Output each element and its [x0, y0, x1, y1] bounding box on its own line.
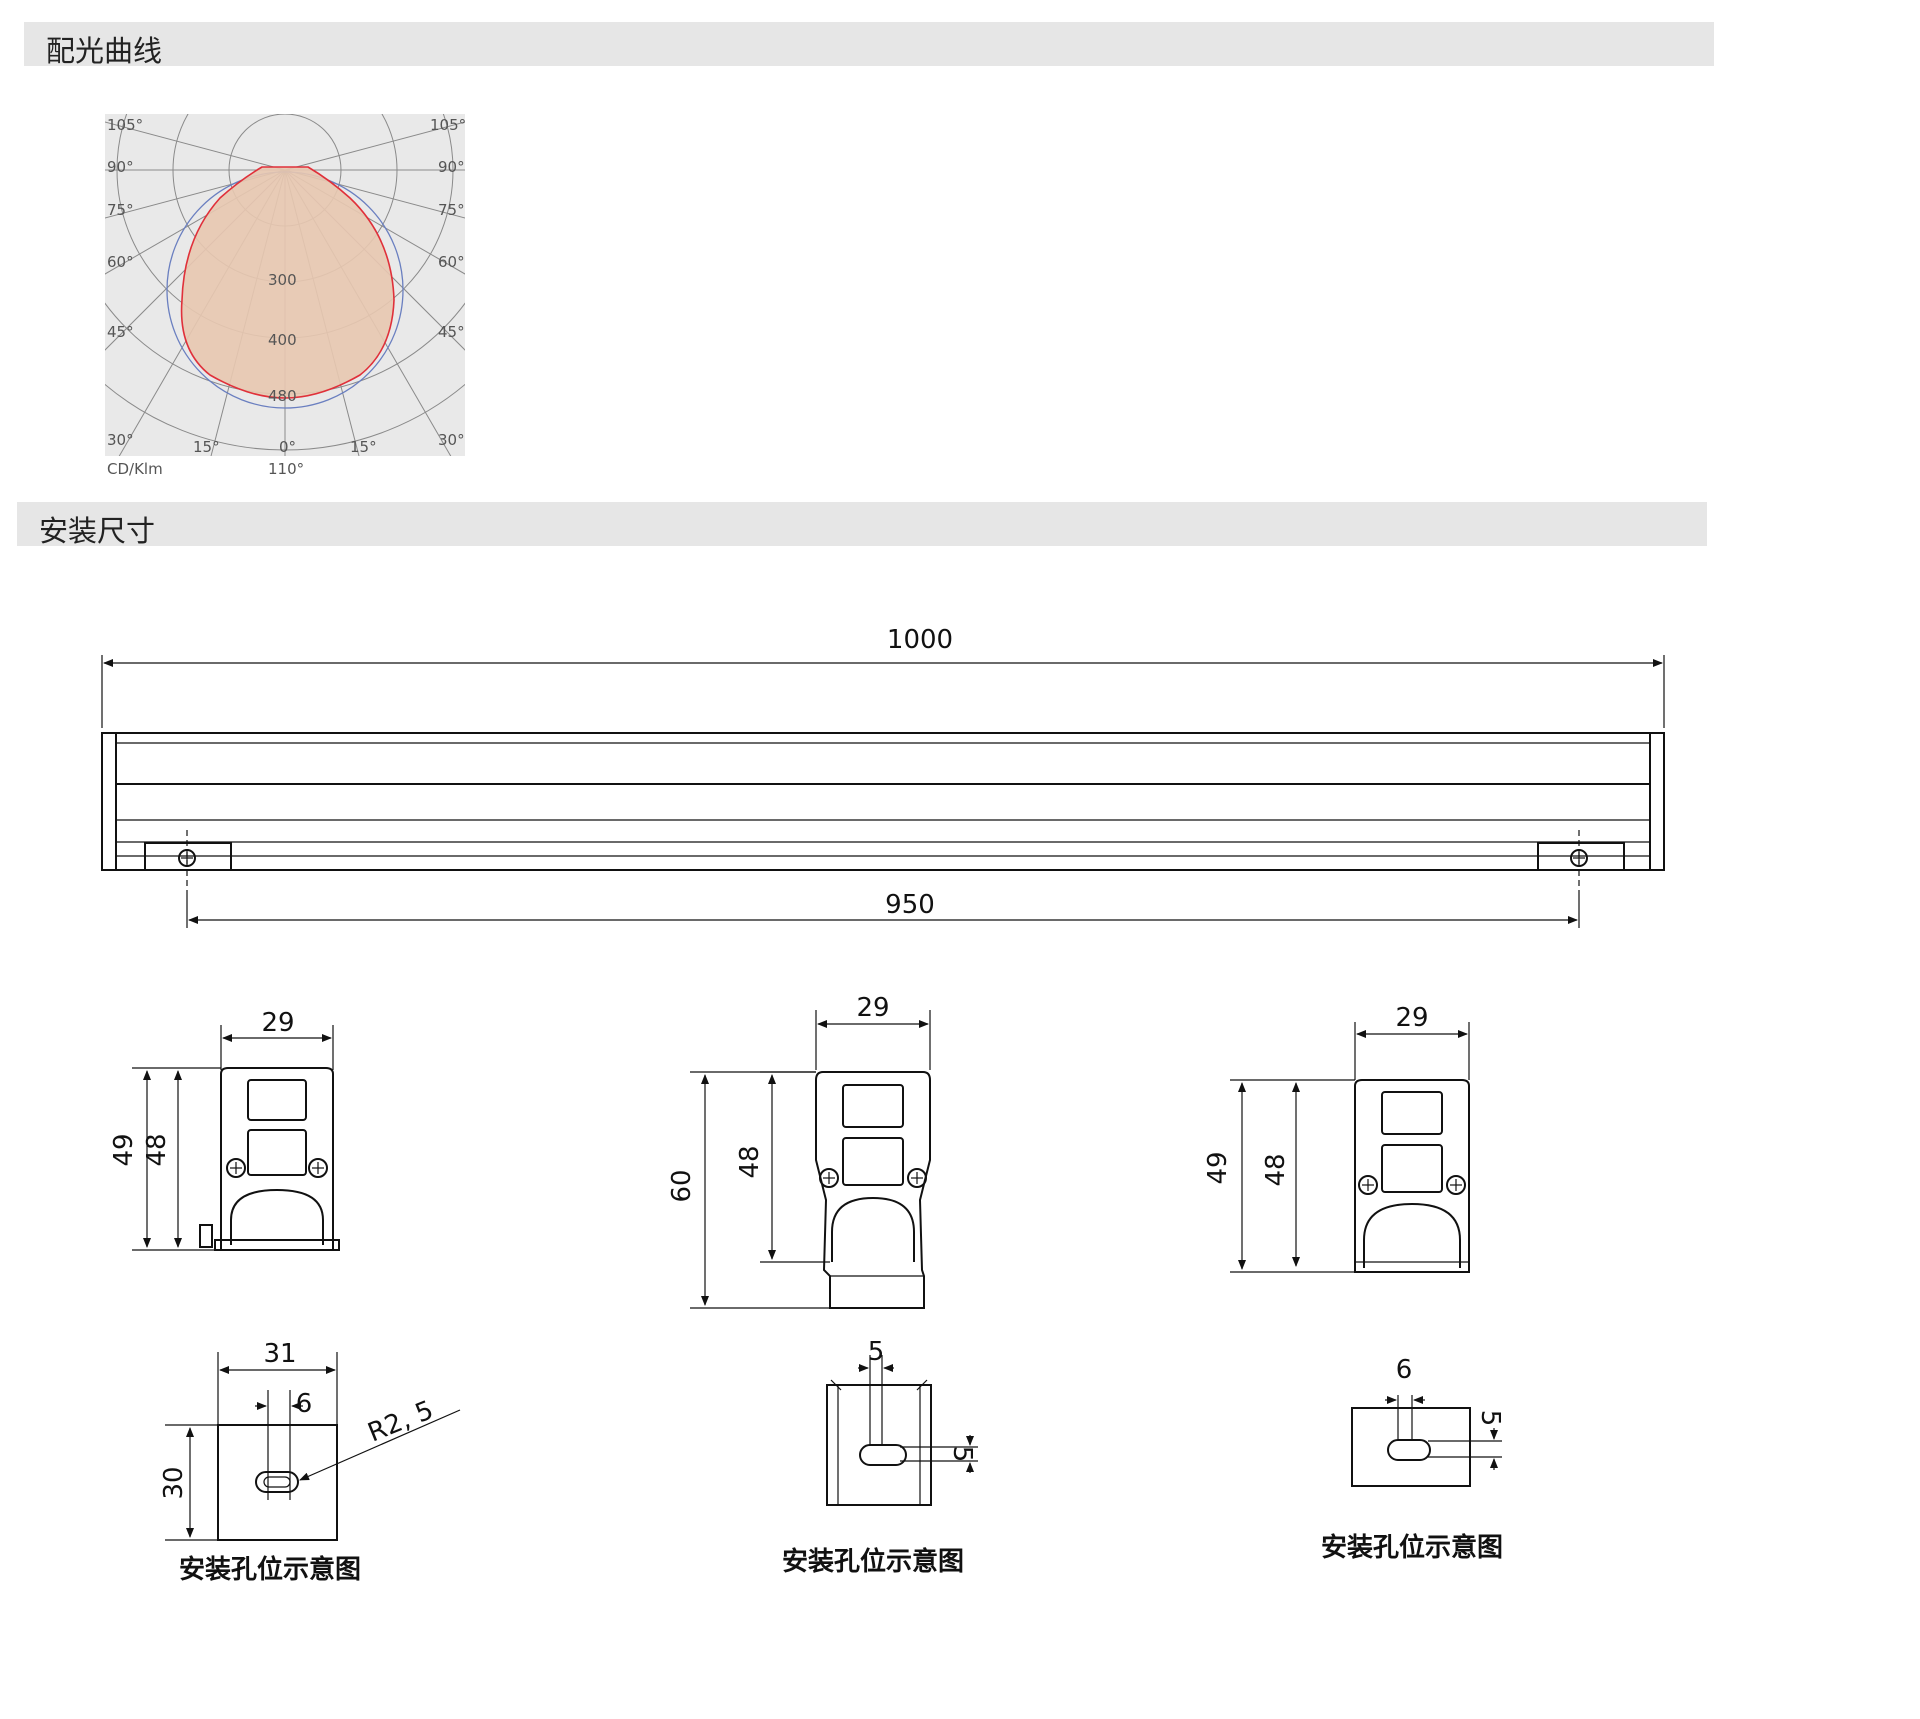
dimension-slot-width: 5	[868, 1337, 885, 1367]
angle-label: 15°	[193, 438, 220, 456]
angle-label: 60°	[107, 253, 134, 271]
angle-label-center: 0°	[279, 438, 296, 456]
mounting-slot	[255, 1471, 299, 1493]
caption-hole-position: 安装孔位示意图	[782, 1546, 964, 1577]
dimension-hole-width: 31	[263, 1339, 296, 1369]
fixture-end-profile	[220, 1067, 334, 1251]
dimension-height-outer: 49	[1203, 1151, 1233, 1184]
ring-label: 400	[268, 331, 297, 349]
dimension-slot-width: 6	[296, 1389, 313, 1419]
dimension-slot-radius: R2, 5	[364, 1395, 438, 1448]
fixture-end-profile	[1354, 1079, 1470, 1273]
angle-label: 60°	[438, 253, 465, 271]
left-bracket	[144, 842, 232, 871]
dimension-width: 29	[856, 993, 889, 1023]
angle-label: 90°	[438, 158, 465, 176]
polar-diagram: 300 400 480 105° 90° 75° 60° 45° 30° 15°…	[105, 114, 466, 478]
mounting-plate	[217, 1424, 338, 1541]
dimension-width: 29	[261, 1008, 294, 1038]
angle-label: 30°	[438, 431, 465, 449]
angle-label: 30°	[107, 431, 134, 449]
dimension-slot-height: 5	[947, 1446, 977, 1463]
dimension-slot-width: 6	[1396, 1355, 1413, 1385]
dimension-height-inner: 48	[142, 1133, 172, 1166]
light-distribution-curve	[180, 166, 395, 399]
dimension-height-inner: 48	[1261, 1153, 1291, 1186]
angle-label: 75°	[107, 201, 134, 219]
angle-label: 105°	[430, 116, 466, 134]
hole-view-3: 6 5 安装孔位示意图	[1321, 1355, 1505, 1563]
section-title-installation: 安装尺寸	[39, 514, 156, 548]
angle-label: 105°	[107, 116, 143, 134]
dimension-mount-distance: 950	[885, 890, 935, 920]
hole-view-1: 31 6 R2, 5 30 安装孔位示意图	[159, 1339, 461, 1585]
end-view-2: 29 60 48	[667, 993, 931, 1309]
end-view-3: 29 49 48	[1203, 1003, 1470, 1273]
section-header-photometric: 配光曲线	[24, 22, 1714, 68]
mounting-plate	[826, 1384, 932, 1506]
dimension-height-outer: 49	[109, 1133, 139, 1166]
mounting-slot	[859, 1444, 907, 1466]
ring-label: 300	[268, 271, 297, 289]
dimension-height-outer: 60	[667, 1169, 697, 1202]
angle-label: 75°	[438, 201, 465, 219]
dimension-height-inner: 48	[735, 1145, 765, 1178]
right-bracket	[1537, 842, 1625, 871]
dimension-slot-height: 5	[1475, 1410, 1505, 1427]
beam-angle-label: 110°	[268, 460, 304, 478]
fixture-side-view: 1000 950	[101, 625, 1665, 928]
ring-label: 480	[268, 387, 297, 405]
unit-label: CD/Klm	[107, 460, 163, 478]
angle-label: 45°	[438, 323, 465, 341]
section-title-photometric: 配光曲线	[46, 34, 163, 68]
caption-hole-position: 安装孔位示意图	[179, 1554, 361, 1585]
caption-hole-position: 安装孔位示意图	[1321, 1532, 1503, 1563]
dimension-total-length: 1000	[887, 625, 953, 655]
angle-label: 90°	[107, 158, 134, 176]
fixture-body	[101, 732, 1665, 871]
angle-label: 45°	[107, 323, 134, 341]
hole-view-2: 5 5 安装孔位示意图	[782, 1337, 978, 1577]
end-view-1: 29 49 48	[109, 1008, 340, 1251]
dimension-width: 29	[1395, 1003, 1428, 1033]
section-header-installation: 安装尺寸	[17, 502, 1707, 548]
dimension-hole-height: 30	[159, 1466, 189, 1499]
fixture-end-profile	[815, 1071, 931, 1309]
mounting-plate	[1351, 1407, 1471, 1487]
angle-label: 15°	[350, 438, 377, 456]
mounting-slot	[1387, 1439, 1431, 1461]
